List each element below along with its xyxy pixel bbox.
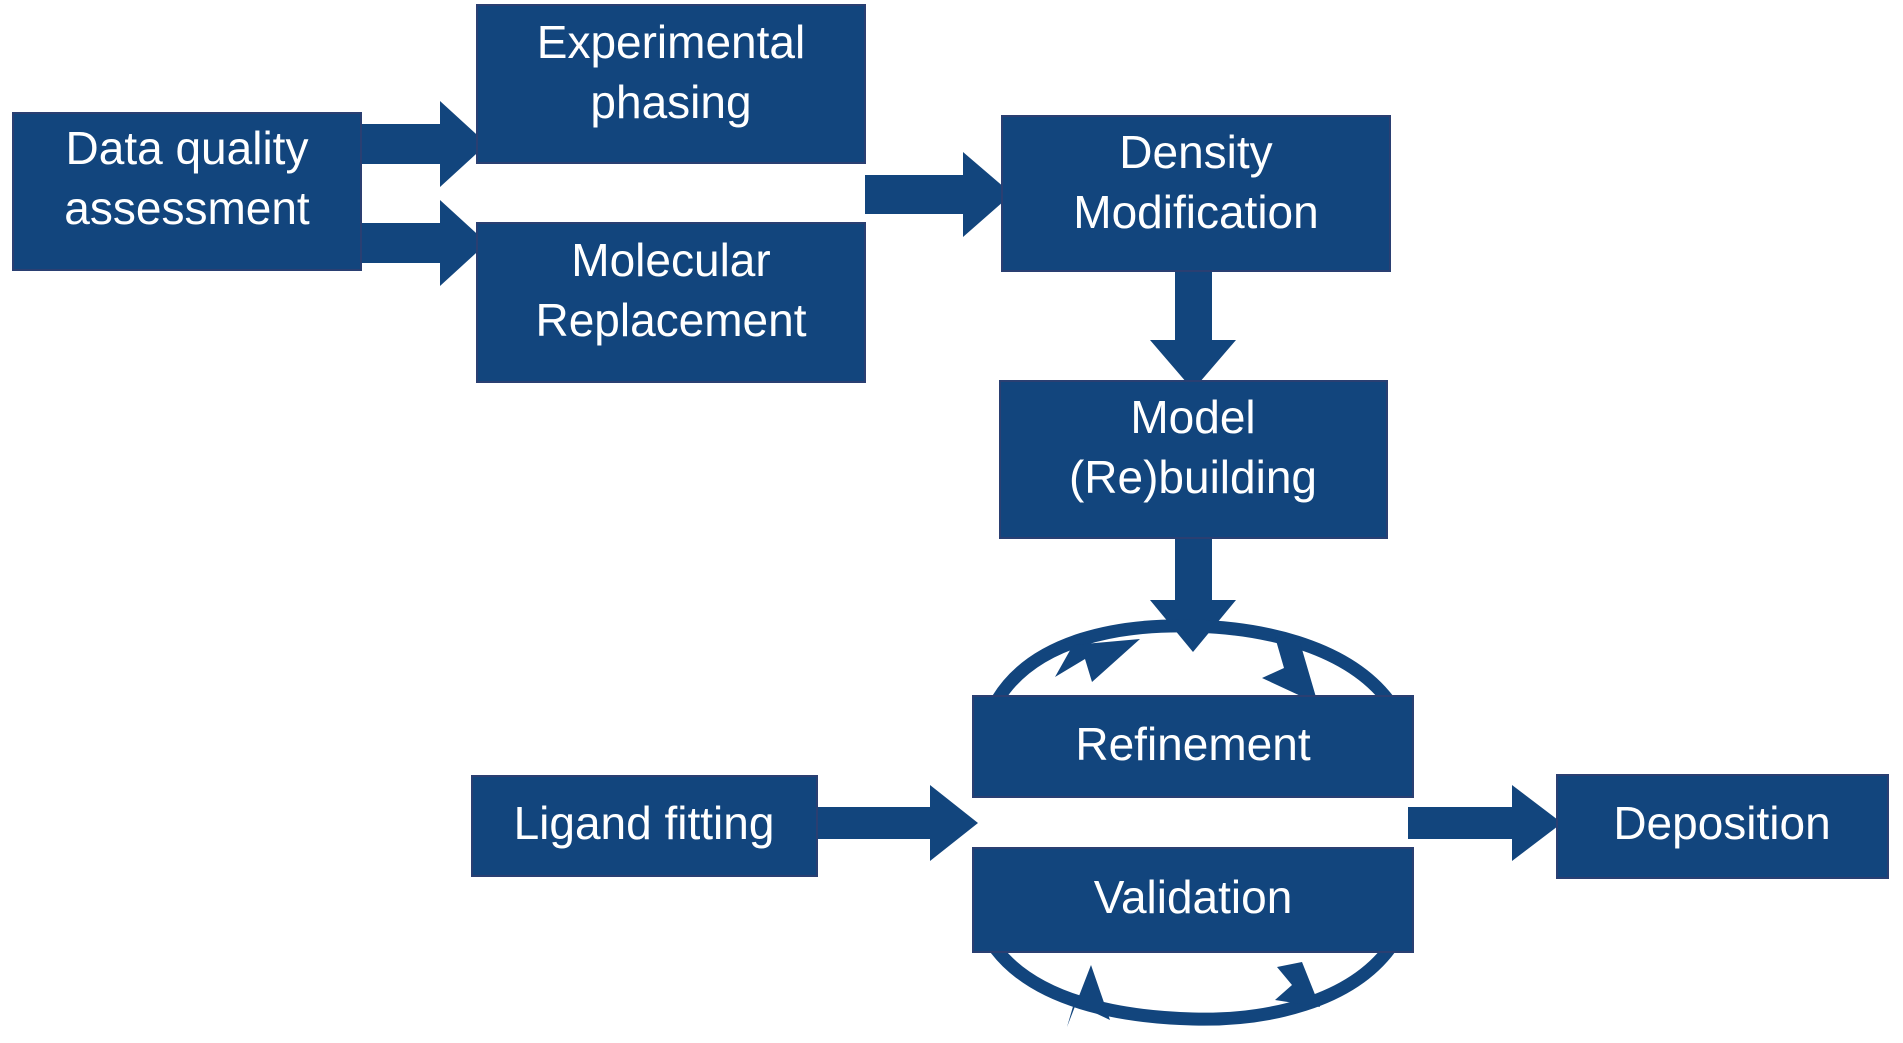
connector-cycle-to-deposition: [1408, 785, 1562, 861]
connector-density-to-model: [1150, 271, 1236, 390]
connector-phasing-to-density-modification: [865, 152, 1012, 237]
node-refinement[interactable]: Refinement: [972, 695, 1414, 798]
refinement-validation-cycle-arrows: [990, 619, 1396, 1027]
node-experimental-phasing[interactable]: Experimental phasing: [476, 4, 866, 164]
node-ligand-fitting[interactable]: Ligand fitting: [471, 775, 818, 877]
node-density-modification[interactable]: Density Modification: [1001, 115, 1391, 272]
connector-dq-to-molecular-replacement: [361, 200, 487, 286]
connector-model-to-refinement: [1150, 538, 1236, 652]
node-deposition[interactable]: Deposition: [1556, 774, 1889, 879]
connector-ligand-to-cycle: [817, 785, 978, 861]
node-validation[interactable]: Validation: [972, 847, 1414, 953]
connector-dq-to-experimental-phasing: [361, 101, 487, 187]
node-data-quality-assessment[interactable]: Data quality assessment: [12, 112, 362, 271]
node-model-rebuilding[interactable]: Model (Re)building: [999, 380, 1388, 539]
node-molecular-replacement[interactable]: Molecular Replacement: [476, 222, 866, 383]
